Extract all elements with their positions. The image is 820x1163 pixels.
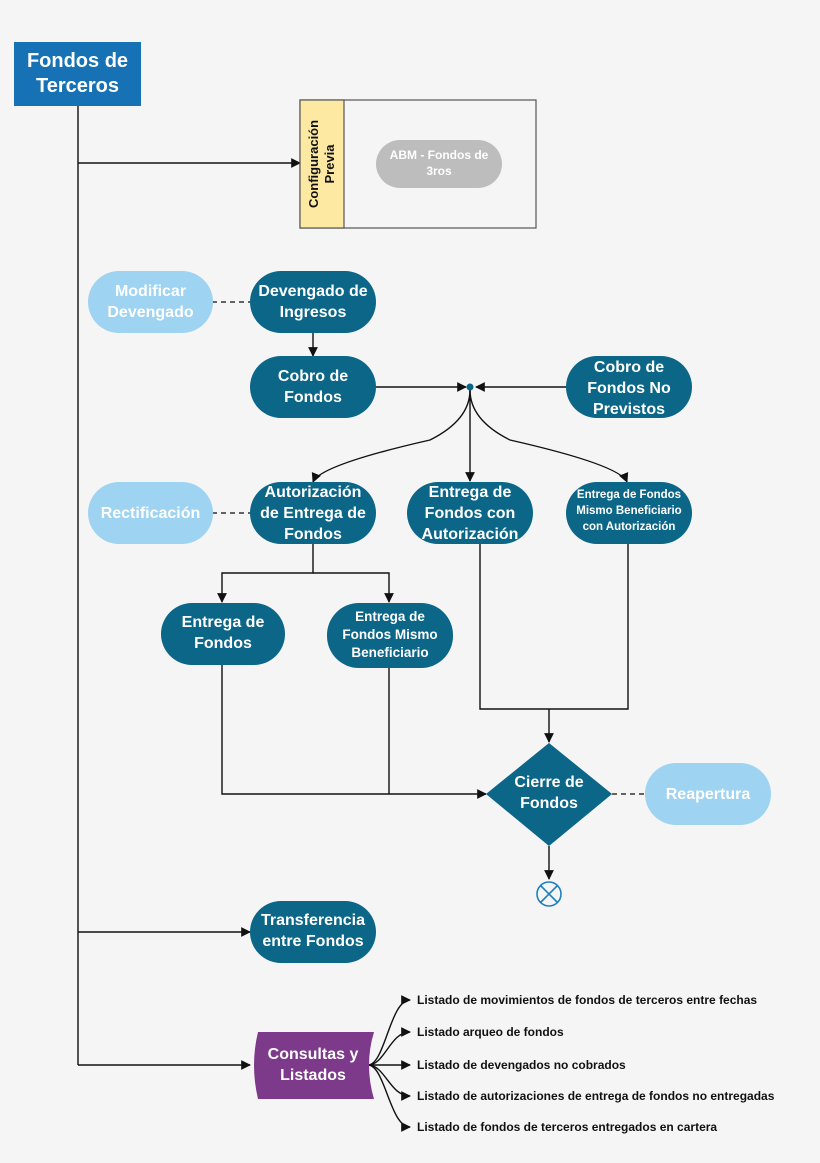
node-consultas-listados[interactable]: Consultas y Listados: [254, 1032, 374, 1099]
node-label: Fondos: [194, 635, 252, 652]
node-transferencia[interactable]: Transferencia entre Fondos: [250, 901, 376, 963]
node-autorizacion-entrega[interactable]: Autorización de Entrega de Fondos: [250, 482, 376, 544]
node-label: Entrega de: [182, 614, 265, 631]
node-label: Entrega de Fondos: [577, 489, 681, 501]
node-label: Devengado de: [258, 283, 367, 300]
node-label: Cobro de: [278, 368, 348, 385]
node-label: Entrega de: [355, 609, 425, 624]
node-entrega-con-autorizacion[interactable]: Entrega de Fondos con Autorización: [407, 482, 533, 544]
node-label: Autorización: [265, 484, 362, 501]
listado-item[interactable]: Listado de devengados no cobrados: [417, 1058, 626, 1072]
node-label: de Entrega de: [260, 505, 366, 522]
node-entrega-mismo-beneficiario[interactable]: Entrega de Fondos Mismo Beneficiario: [327, 603, 453, 668]
node-label: Autorización: [422, 526, 519, 543]
title-line-2: Terceros: [36, 75, 119, 97]
node-label: Fondos: [284, 526, 342, 543]
node-label: Reapertura: [666, 786, 751, 803]
node-label: Cierre de: [514, 774, 583, 791]
title-box: Fondos de Terceros: [14, 42, 141, 106]
node-reapertura[interactable]: Reapertura: [645, 763, 771, 825]
junction-dot: [466, 383, 474, 391]
node-label: Fondos No: [587, 380, 671, 397]
node-cierre-fondos[interactable]: Cierre de Fondos: [486, 743, 612, 846]
listados-list: Listado de movimientos de fondos de terc…: [417, 993, 775, 1134]
listado-item[interactable]: Listado de movimientos de fondos de terc…: [417, 993, 757, 1007]
connector-junction-autorizacion: [311, 389, 471, 483]
node-cobro-fondos[interactable]: Cobro de Fondos: [250, 356, 376, 418]
connector-listado-2: [367, 1027, 411, 1066]
config-panel: Configuración Previa ABM - Fondos de 3ro…: [299, 99, 537, 229]
connector-junction-mismo-aut: [469, 389, 629, 483]
node-label: entre Fondos: [262, 933, 363, 950]
end-node-icon: [536, 881, 562, 907]
connector-aut-mismo: [313, 572, 394, 603]
node-devengado-ingresos[interactable]: Devengado de Ingresos: [250, 271, 376, 333]
node-label: Transferencia: [261, 912, 365, 929]
node-label: Fondos: [284, 389, 342, 406]
node-label: Consultas y: [268, 1046, 359, 1063]
node-label: Rectificación: [101, 505, 201, 522]
abm-node[interactable]: ABM - Fondos de 3ros: [376, 140, 502, 188]
connector-listado-1: [367, 995, 411, 1066]
node-entrega-fondos[interactable]: Entrega de Fondos: [161, 603, 285, 665]
node-label: Previstos: [593, 401, 665, 418]
node-label: Fondos con: [425, 505, 516, 522]
node-label: Fondos Mismo: [342, 627, 437, 642]
node-modificar-devengado[interactable]: Modificar Devengado: [88, 271, 213, 333]
connector-entrega-cierre: [221, 665, 487, 799]
abm-line-1: ABM - Fondos de: [390, 148, 489, 162]
node-cobro-no-previstos[interactable]: Cobro de Fondos No Previstos: [566, 356, 692, 418]
connector-aut-entrega: [217, 544, 314, 603]
config-label-line-2: Previa: [322, 144, 337, 184]
node-label: con Autorización: [583, 521, 676, 533]
listado-item[interactable]: Listado de autorizaciones de entrega de …: [417, 1089, 775, 1103]
config-side-label: [299, 99, 345, 229]
node-label: Listados: [280, 1067, 346, 1084]
config-label-line-1: Configuración: [306, 120, 321, 208]
connector-listado-5: [367, 1064, 411, 1132]
title-line-1: Fondos de: [27, 50, 128, 72]
node-label: Ingresos: [280, 304, 347, 321]
connector-aut-merge: [479, 544, 629, 710]
node-label: Beneficiario: [351, 645, 428, 660]
node-label: Modificar: [115, 283, 186, 300]
listado-item[interactable]: Listado arqueo de fondos: [417, 1025, 564, 1039]
node-label: Mismo Beneficiario: [576, 505, 681, 517]
abm-line-2: 3ros: [426, 164, 452, 178]
connectors: [77, 106, 645, 1132]
connector-listado-4: [367, 1064, 411, 1101]
node-label: Fondos: [520, 795, 578, 812]
listado-item[interactable]: Listado de fondos de terceros entregados…: [417, 1120, 717, 1134]
node-label: Devengado: [107, 304, 193, 321]
node-rectificacion[interactable]: Rectificación: [88, 482, 213, 544]
node-label: Cobro de: [594, 359, 664, 376]
node-entrega-mismo-beneficiario-autorizacion[interactable]: Entrega de Fondos Mismo Beneficiario con…: [566, 482, 692, 544]
node-label: Entrega de: [429, 484, 512, 501]
